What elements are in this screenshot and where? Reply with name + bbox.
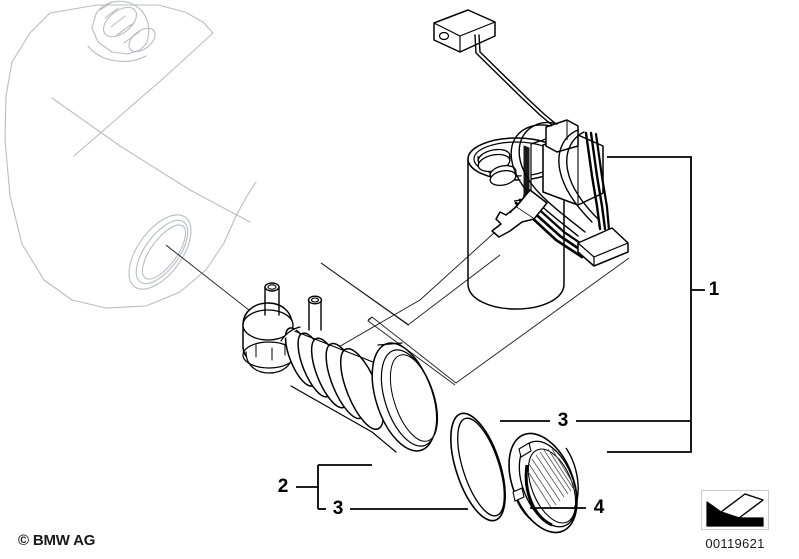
flat-plug-connector <box>577 227 629 267</box>
orientation-arrow-icon <box>701 490 769 530</box>
part-number-label: 00119621 <box>705 536 765 551</box>
callout-3-right: 3 <box>557 410 569 431</box>
float-arm <box>474 34 557 126</box>
callout-3-left: 3 <box>332 498 344 519</box>
callout-2: 2 <box>277 476 289 497</box>
rubber-bellows <box>280 326 439 453</box>
copyright-notice: © BMW AG <box>18 532 96 549</box>
locking-ring <box>508 432 579 534</box>
callout-1: 1 <box>708 279 720 300</box>
fuel-tank-ghost-outline <box>4 0 257 309</box>
o-ring-seal <box>450 412 506 522</box>
fuel-level-float <box>433 9 496 53</box>
sender-head-fittings <box>242 282 323 374</box>
fuel-line-quick-connector <box>491 189 548 238</box>
callout-4: 4 <box>593 497 605 518</box>
callout-leaders <box>296 156 705 510</box>
